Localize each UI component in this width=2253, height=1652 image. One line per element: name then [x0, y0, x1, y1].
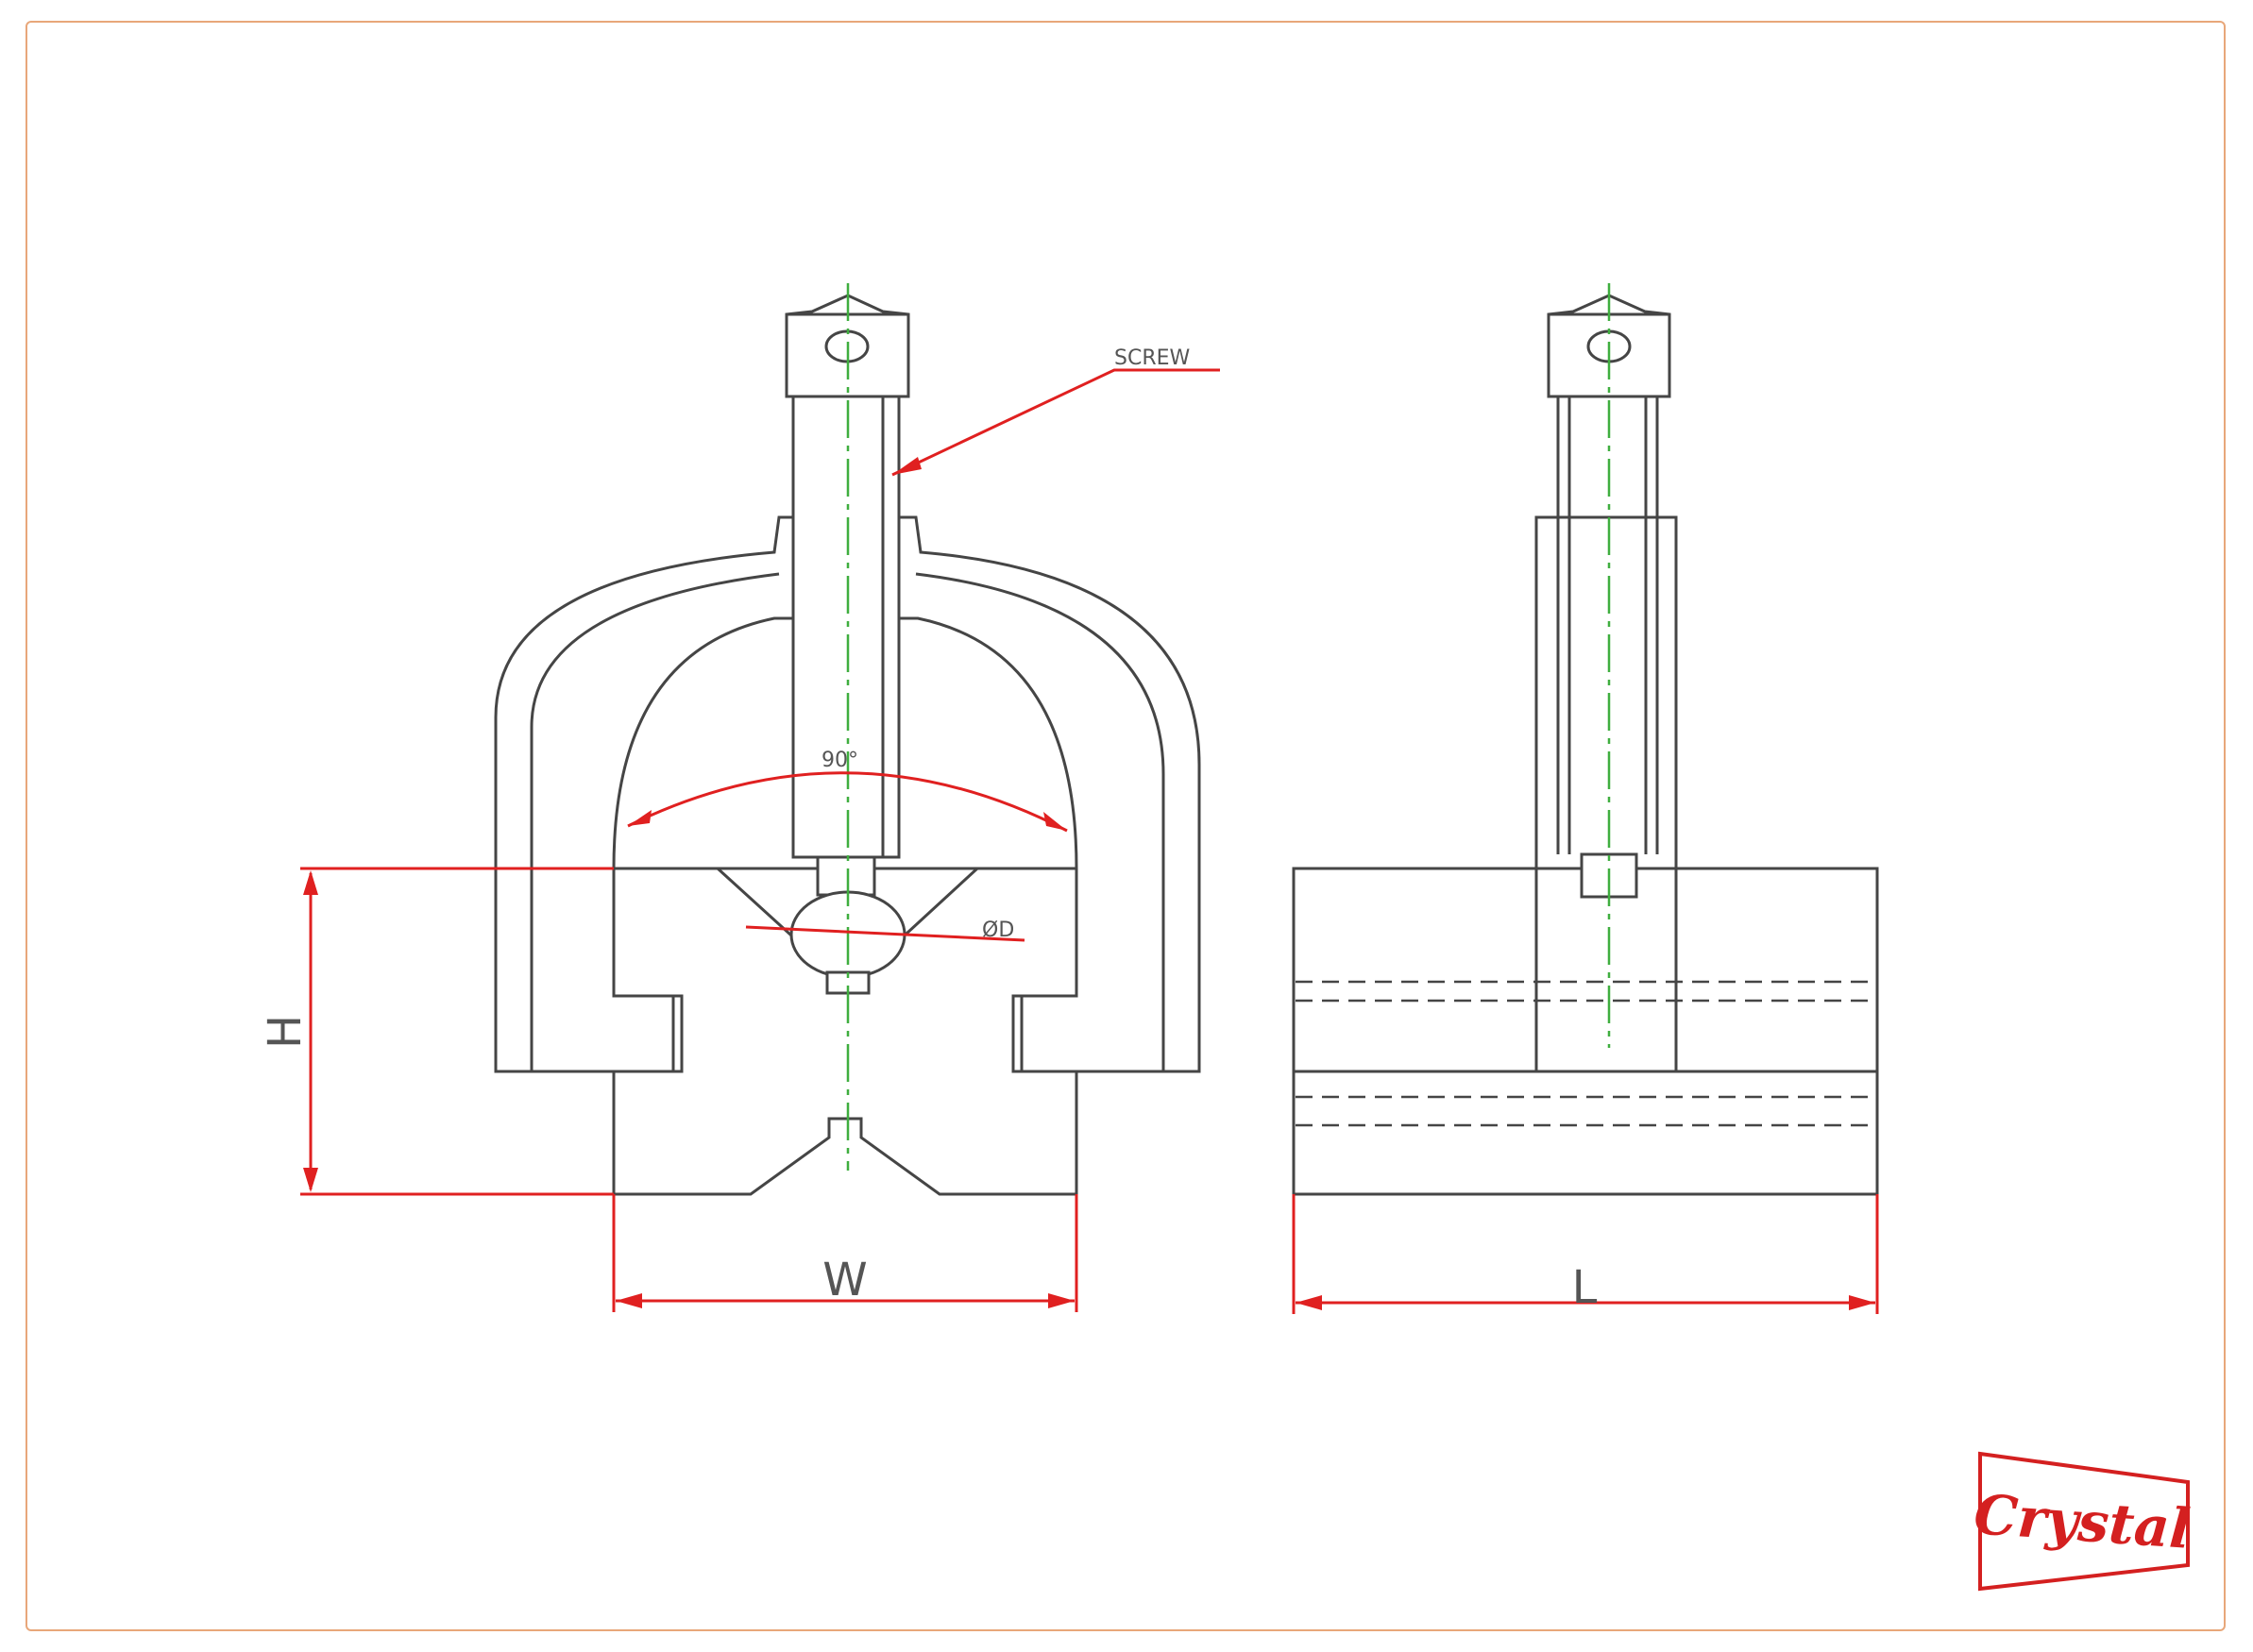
logo-text: Crystal — [1972, 1482, 2193, 1561]
length-arrow-left — [1296, 1295, 1322, 1310]
side-screw-shaft — [1556, 396, 1659, 854]
logo-badge — [1978, 1451, 2190, 1592]
clamp-outer-outline — [494, 515, 1201, 1073]
side-clamp-edges — [1534, 868, 1678, 1071]
angle-arrow-left — [628, 810, 652, 826]
width-arrow-left — [616, 1293, 642, 1308]
width-arrow-right — [1048, 1293, 1075, 1308]
screw-leader-line — [891, 368, 1220, 477]
height-arrow-top — [303, 870, 318, 895]
length-label: L — [1572, 1261, 1598, 1314]
angle-dimension-arc — [627, 771, 1068, 833]
clamp-right-tab — [1011, 996, 1024, 1071]
front-view: 90° ØD SCREW H W — [259, 283, 1220, 1312]
height-label: H — [259, 1015, 312, 1049]
screw-label: SCREW — [1114, 346, 1191, 370]
diameter-dimension-line — [745, 925, 1025, 942]
v-groove — [716, 867, 979, 946]
diameter-label: ØD — [982, 919, 1014, 942]
angle-arrow-right — [1043, 812, 1067, 831]
angle-label: 90° — [822, 749, 858, 772]
screw-tip — [816, 855, 876, 897]
length-arrow-right — [1849, 1295, 1875, 1310]
screw-leader-arrow — [892, 457, 922, 475]
height-arrow-bottom — [303, 1168, 318, 1192]
width-label: W — [822, 1254, 867, 1306]
drawing-frame — [25, 21, 2226, 1631]
clamp-inner-curve — [530, 572, 1165, 1071]
clamp-left-tab — [671, 996, 684, 1071]
crystal-logo: Crystal — [1972, 1451, 2193, 1592]
side-view: L — [1292, 283, 1879, 1314]
